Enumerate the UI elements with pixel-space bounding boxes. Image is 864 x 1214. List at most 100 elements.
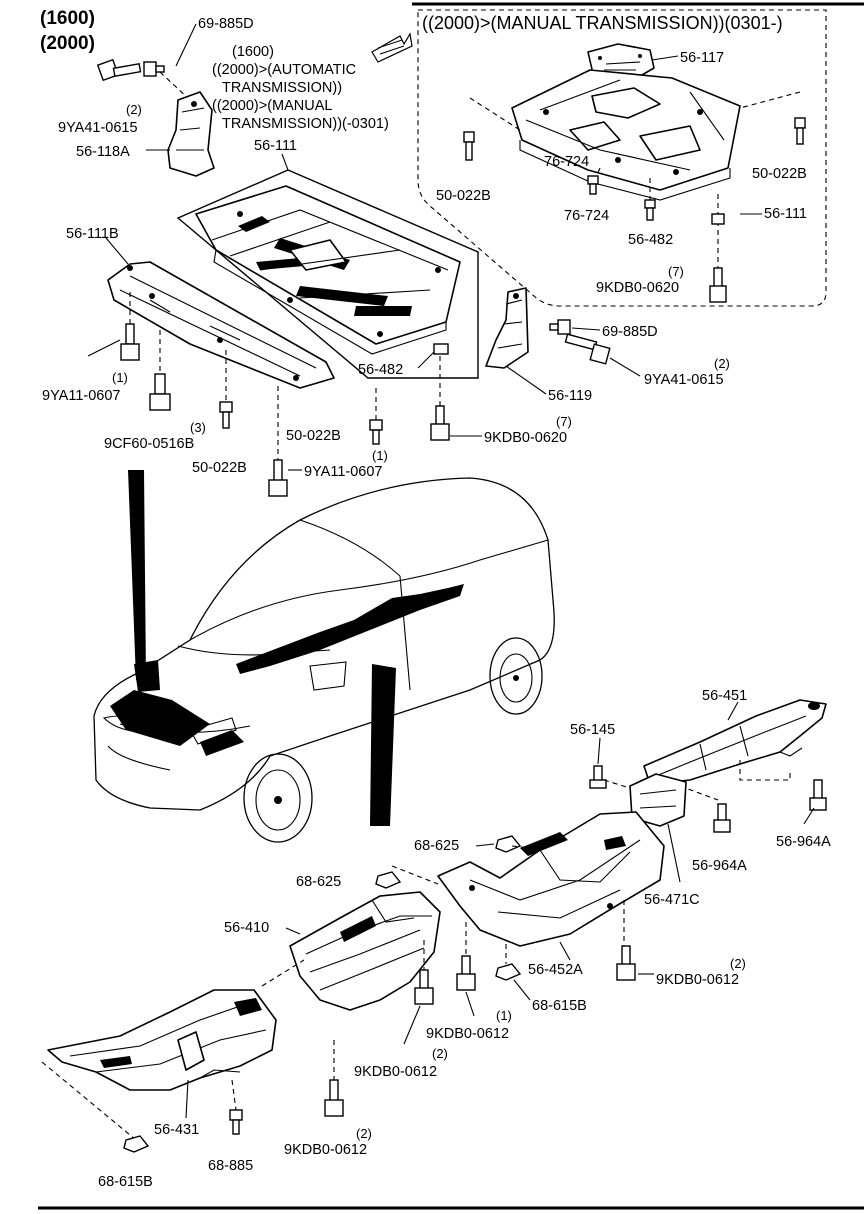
qty-9ya41-0615-b: (2)	[714, 356, 730, 371]
clip-50-022b-b	[369, 419, 383, 445]
qty-9ya41-0615-a: (2)	[126, 102, 142, 117]
callout-9cf60-0516b: 9CF60-0516B	[104, 436, 194, 452]
leader-69-885d-a	[175, 23, 197, 67]
callout-9kdb0-0620-b: 9KDB0-0620	[596, 280, 679, 296]
qty-9kdb0-0620-b: (7)	[668, 264, 684, 279]
leader-9kdb0-0612-b	[465, 991, 475, 1017]
variant-note-line4: ((2000)>(MANUAL	[212, 98, 332, 114]
qty-9cf60-0516b: (3)	[190, 420, 206, 435]
leader-50-022b-c	[469, 97, 521, 131]
leader-qty-9ya11-0607-a	[87, 339, 121, 357]
manual-transmission-group-outline	[417, 9, 827, 307]
clip-76-724-b	[644, 199, 656, 221]
variant-note-line5: TRANSMISSION))(-0301)	[222, 116, 389, 132]
callout-56-145: 56-145	[570, 722, 615, 738]
bolt-9ya11-0607-b	[268, 459, 288, 497]
leader-69-885d-b	[571, 327, 601, 331]
leader-9kdb0-0612-c	[403, 1005, 421, 1045]
callout-56-119: 56-119	[548, 388, 592, 404]
nut-56-482-b	[711, 213, 725, 225]
leader-56-119	[505, 365, 547, 395]
callout-56-111-a: 56-111	[254, 138, 297, 154]
leader-56-451	[727, 701, 739, 721]
bolt-9kdb0-0620-b	[709, 267, 727, 303]
callout-68-625-a: 68-625	[414, 838, 459, 854]
bolt-9cf60-0516b	[149, 373, 171, 411]
engine-label-2000: (2000)	[40, 33, 95, 54]
callout-56-111b: 56-111B	[66, 226, 119, 242]
part-56-410-shield	[289, 891, 441, 1011]
qty-9ya11-0607-b: (1)	[372, 448, 388, 463]
part-56-118a-bracket	[167, 91, 215, 177]
leader-56-964a-a-dash	[739, 760, 791, 781]
manual-box-title: ((2000)>(MANUAL TRANSMISSION))(0301-)	[422, 13, 783, 33]
engine-label-1600: (1600)	[40, 8, 95, 29]
variant-note-line3: TRANSMISSION))	[222, 80, 342, 96]
callout-56-111-b: 56-111	[764, 206, 807, 222]
part-56-452a-mid-shield	[437, 811, 665, 947]
callout-50-022b-d: 50-022B	[752, 166, 807, 182]
nut-68-615b-b	[123, 1135, 150, 1153]
bolt-56-964a-a	[809, 779, 827, 811]
qty-9kdb0-0612-b: (1)	[496, 1008, 512, 1023]
callout-56-118a: 56-118A	[76, 144, 130, 160]
callout-76-724-b: 76-724	[564, 208, 609, 224]
bolt-9kdb0-0620-a	[430, 405, 450, 441]
callout-68-615b-a: 68-615B	[532, 998, 587, 1014]
bolt-9kdb0-0612-d	[324, 1079, 344, 1117]
callout-69-885d-b: 69-885D	[602, 324, 658, 340]
callout-50-022b-a: 50-022B	[192, 460, 247, 476]
bolt-9kdb0-0612-c	[414, 969, 434, 1005]
leader-56-431	[185, 1079, 189, 1119]
leader-9ya41-0615-b	[609, 357, 641, 377]
leader-clip-to-bracket	[159, 71, 191, 101]
leader-50-022b-d	[739, 91, 801, 109]
qty-9kdb0-0612-d: (2)	[356, 1126, 372, 1141]
variant-note-line2: ((2000)>(AUTOMATIC	[212, 62, 356, 78]
nut-68-625-b	[375, 871, 402, 889]
part-56-451-rear-shield	[643, 699, 827, 785]
leader-68-885-dash	[231, 1079, 237, 1111]
leader-56-111-a	[281, 153, 289, 171]
qty-9kdb0-0612-a: (2)	[730, 956, 746, 971]
nut-68-615b-a	[495, 963, 522, 981]
vehicle-outline-illustration	[93, 470, 555, 843]
callout-56-452a: 56-452A	[528, 962, 583, 978]
leader-56-471c	[667, 823, 681, 883]
part-56-111-main-undercover	[195, 185, 461, 355]
clip-69-885d-b	[549, 319, 571, 335]
callout-56-117: 56-117	[680, 50, 724, 66]
callout-9ya41-0615-b: 9YA41-0615	[644, 372, 724, 388]
callout-9kdb0-0612-b: 9KDB0-0612	[426, 1026, 509, 1042]
leader-68-625-a	[475, 843, 495, 847]
leader-56-410	[285, 927, 301, 935]
callout-56-964a-b: 56-964A	[692, 858, 747, 874]
nut-56-482-a	[433, 343, 449, 355]
callout-9kdb0-0612-c: 9KDB0-0612	[354, 1064, 437, 1080]
callout-56-964a-a: 56-964A	[776, 834, 831, 850]
nut-68-625-a	[495, 835, 522, 853]
leader-56-117	[651, 55, 679, 61]
part-56-111b-front-plate	[107, 261, 335, 389]
bolt-9kdb0-0612-a	[616, 945, 636, 981]
clip-76-724-a	[587, 175, 599, 195]
callout-56-431: 56-431	[154, 1122, 199, 1138]
bolt-9kdb0-0612-b	[456, 955, 476, 991]
qty-9kdb0-0612-c: (2)	[432, 1046, 448, 1061]
part-56-431-front-shield	[47, 989, 277, 1091]
leader-56-964a-b-dash	[679, 785, 719, 801]
part-56-111-manual-undercover	[511, 69, 741, 201]
bolt-9ya41-0615-b	[564, 333, 611, 365]
clip-50-022b-c	[463, 131, 475, 161]
qty-9ya11-0607-a: (1)	[112, 370, 128, 385]
callout-9ya41-0615-a: 9YA41-0615	[58, 120, 138, 136]
clip-69-885d-a	[143, 61, 165, 77]
callout-76-724-a: 76-724	[544, 154, 589, 170]
callout-68-615b-b: 68-615B	[98, 1174, 153, 1190]
callout-68-885: 68-885	[208, 1158, 253, 1174]
leader-56-111b	[105, 237, 129, 265]
callout-50-022b-b: 50-022B	[286, 428, 341, 444]
variant-note: (1600) ((2000)>(AUTOMATIC TRANSMISSION))…	[212, 44, 389, 132]
